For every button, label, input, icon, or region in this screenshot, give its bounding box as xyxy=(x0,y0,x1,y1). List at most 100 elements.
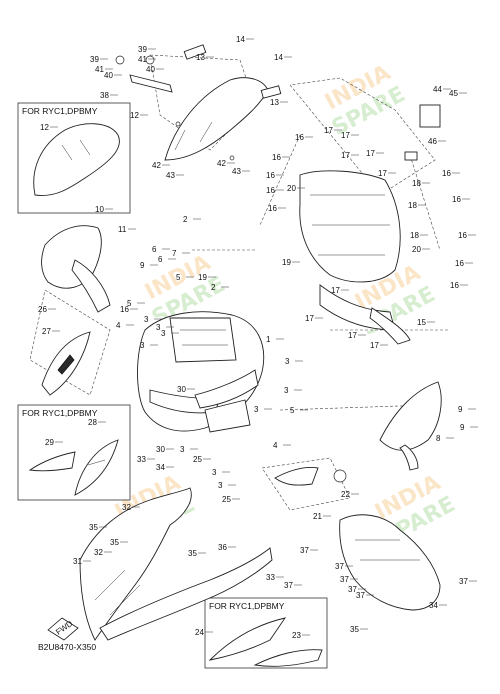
callout-3: 3 xyxy=(180,445,185,454)
callout-37: 37 xyxy=(284,581,293,590)
callout-17: 17 xyxy=(324,126,333,135)
callout-16: 16 xyxy=(458,231,467,240)
diagram-code: B2U8470-X350 xyxy=(38,642,96,652)
callout-17: 17 xyxy=(341,151,350,160)
callout-38: 38 xyxy=(100,91,109,100)
inner-bracket-assembly xyxy=(299,104,441,345)
callout-17: 17 xyxy=(348,331,357,340)
windscreen xyxy=(164,77,269,161)
variant-box-label: FOR RYC1,DPBMY xyxy=(22,106,98,116)
bracket xyxy=(115,55,173,93)
callout-4: 4 xyxy=(273,441,278,450)
callout-16: 16 xyxy=(295,133,304,142)
front-body xyxy=(137,311,265,433)
callout-3: 3 xyxy=(156,323,161,332)
cover-panel-small xyxy=(274,467,347,486)
front-cover-side xyxy=(41,331,91,396)
callout-37: 37 xyxy=(300,546,309,555)
callout-8: 8 xyxy=(436,434,441,443)
fwd-arrow: FWD xyxy=(47,617,79,641)
callout-20: 20 xyxy=(287,184,296,193)
side-panel-right xyxy=(379,381,442,471)
callout-30: 30 xyxy=(156,445,165,454)
callout-16: 16 xyxy=(268,204,277,213)
callout-34: 34 xyxy=(429,601,438,610)
callout-21: 21 xyxy=(313,512,322,521)
callout-31: 31 xyxy=(73,557,82,566)
visor-panel xyxy=(183,44,282,99)
callout-4: 4 xyxy=(116,321,121,330)
callout-42: 42 xyxy=(217,159,226,168)
callout-14: 14 xyxy=(236,35,245,44)
callout-32: 32 xyxy=(94,548,103,557)
callout-16: 16 xyxy=(455,259,464,268)
variant-box-label: FOR RYC1,DPBMY xyxy=(209,601,285,611)
callout-14: 14 xyxy=(274,53,283,62)
callout-1: 1 xyxy=(266,335,271,344)
callout-20: 20 xyxy=(412,245,421,254)
callout-44: 44 xyxy=(433,85,442,94)
callout-37: 37 xyxy=(340,575,349,584)
callout-3: 3 xyxy=(285,357,290,366)
callout-37: 37 xyxy=(356,591,365,600)
callout-2: 2 xyxy=(183,215,188,224)
callout-40: 40 xyxy=(146,65,155,74)
callout-16: 16 xyxy=(266,171,275,180)
callout-5: 5 xyxy=(290,406,295,415)
callout-19: 19 xyxy=(198,273,207,282)
callout-32: 32 xyxy=(122,503,131,512)
callout-16: 16 xyxy=(450,281,459,290)
callout-39: 39 xyxy=(90,55,99,64)
callout-41: 41 xyxy=(138,55,147,64)
callout-23: 23 xyxy=(292,631,301,640)
callout-35: 35 xyxy=(110,538,119,547)
callout-24: 24 xyxy=(195,628,204,637)
callout-25: 25 xyxy=(222,495,231,504)
callout-27: 27 xyxy=(42,327,51,336)
callout-35: 35 xyxy=(188,549,197,558)
callout-5: 5 xyxy=(176,273,181,282)
variant-box-1: FOR RYC1,DPBMY xyxy=(17,102,131,214)
callout-17: 17 xyxy=(378,169,387,178)
callout-37: 37 xyxy=(459,577,468,586)
callout-3: 3 xyxy=(284,386,289,395)
callout-33: 33 xyxy=(137,455,146,464)
callout-15: 15 xyxy=(417,318,426,327)
callout-18: 18 xyxy=(410,231,419,240)
callout-16: 16 xyxy=(266,186,275,195)
callout-34: 34 xyxy=(156,463,165,472)
callout-43: 43 xyxy=(166,171,175,180)
callout-17: 17 xyxy=(370,341,379,350)
callout-25: 25 xyxy=(193,455,202,464)
callout-17: 17 xyxy=(305,314,314,323)
callout-22: 22 xyxy=(341,490,350,499)
callout-13: 13 xyxy=(270,98,279,107)
callout-35: 35 xyxy=(350,625,359,634)
callout-16: 16 xyxy=(442,169,451,178)
callout-17: 17 xyxy=(366,149,375,158)
callout-18: 18 xyxy=(408,201,417,210)
callout-37: 37 xyxy=(335,562,344,571)
variant-box-label: FOR RYC1,DPBMY xyxy=(22,408,98,418)
callout-3: 3 xyxy=(144,315,149,324)
callout-3: 3 xyxy=(218,481,223,490)
callout-16: 16 xyxy=(120,305,129,314)
callout-17: 17 xyxy=(331,286,340,295)
callout-7: 7 xyxy=(172,249,177,258)
callout-19: 19 xyxy=(282,258,291,267)
callout-39: 39 xyxy=(138,45,147,54)
callout-5: 5 xyxy=(127,299,132,308)
variant-box-2: FOR RYC1,DPBMY xyxy=(17,404,131,501)
callout-33: 33 xyxy=(266,573,275,582)
lower-cowling-right xyxy=(339,514,441,611)
callout-10: 10 xyxy=(95,205,104,214)
callout-43: 43 xyxy=(232,167,241,176)
callout-3: 3 xyxy=(140,341,145,350)
callout-2: 2 xyxy=(211,283,216,292)
front-cover-upper xyxy=(41,225,111,313)
assembly-outlines xyxy=(29,54,450,511)
callout-42: 42 xyxy=(152,161,161,170)
callout-45: 45 xyxy=(449,89,458,98)
